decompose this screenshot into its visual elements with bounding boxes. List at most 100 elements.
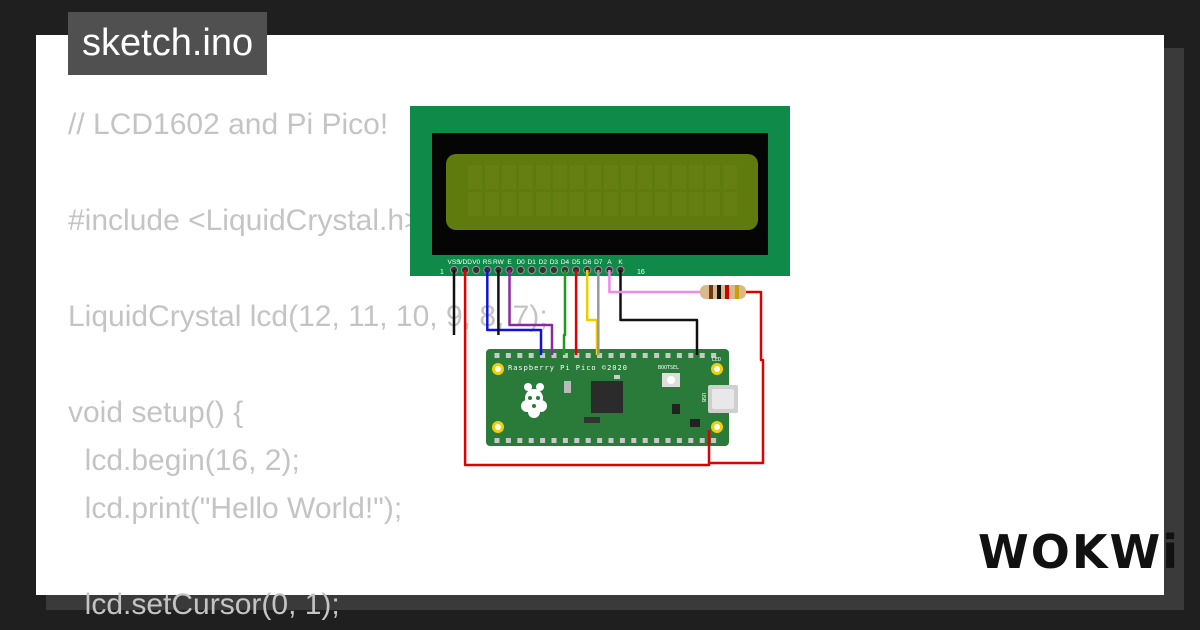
- code-line: // LCD1602 and Pi Pico!: [68, 108, 389, 141]
- lcd-cell: [553, 165, 567, 189]
- lcd-cell: [638, 165, 652, 189]
- lcd-pin-label: VSS: [447, 259, 461, 266]
- pico-pin: [494, 353, 500, 358]
- wires: [452, 270, 765, 467]
- lcd-cell: [587, 165, 601, 189]
- lcd-cell: [570, 192, 584, 216]
- pico-pin: [585, 353, 591, 358]
- usb-label: USB: [700, 393, 706, 402]
- lcd-cell: [621, 165, 635, 189]
- raspberry-pi-pico[interactable]: Raspberry Pi Pico ©2020 BOOTSEL: [486, 349, 738, 446]
- wire[interactable]: [562, 270, 567, 355]
- bootsel-label: BOOTSEL: [658, 365, 679, 371]
- lcd-pin-label: D1: [528, 259, 537, 266]
- lcd-pin: [538, 265, 547, 275]
- lcd-pin-last-label: 16: [637, 269, 645, 276]
- lcd-cell: [655, 165, 669, 189]
- lcd-pin-first-label: 1: [440, 269, 444, 276]
- lcd-pin-label: D6: [583, 259, 592, 266]
- preview-card: // LCD1602 and Pi Pico! #include <LiquidC…: [36, 35, 1164, 621]
- file-title: sketch.ino: [68, 12, 268, 75]
- wire[interactable]: [585, 270, 599, 355]
- pico-pin: [505, 353, 511, 358]
- lcd-cell: [672, 165, 686, 189]
- wokwi-logo: WOKWi: [978, 525, 1180, 579]
- pico-pin: [631, 438, 637, 443]
- code-line: void setup() {: [68, 396, 244, 429]
- lcd-pin-label: D7: [594, 259, 603, 266]
- lcd-pin: [549, 265, 559, 275]
- pico-pin: [517, 438, 523, 443]
- lcd-pin-label: RS: [483, 259, 493, 266]
- pico-pin: [642, 353, 648, 358]
- lcd-cell: [519, 192, 533, 216]
- lcd-cell: [689, 165, 703, 189]
- code-editor[interactable]: // LCD1602 and Pi Pico! #include <LiquidC…: [68, 101, 548, 629]
- pico-pin: [642, 438, 648, 443]
- lcd-cell: [468, 165, 482, 189]
- pico-pin-rows: [494, 353, 717, 443]
- pico-pin: [551, 438, 557, 443]
- pico-pin: [505, 438, 511, 443]
- code-line: lcd.begin(16, 2);: [68, 444, 300, 477]
- pico-pin: [711, 438, 717, 443]
- wire[interactable]: [463, 270, 711, 467]
- led-label: LED: [712, 357, 721, 363]
- lcd-cell: [638, 192, 652, 216]
- pico-pin: [574, 353, 580, 358]
- lcd-cell: [468, 192, 482, 216]
- pico-pin: [517, 353, 523, 358]
- wire[interactable]: [619, 270, 699, 355]
- lcd-cell: [706, 165, 720, 189]
- wire[interactable]: [486, 270, 543, 355]
- lcd-cell: [672, 192, 686, 216]
- pico-pin: [585, 438, 591, 443]
- lcd-pin-label: D5: [572, 259, 581, 266]
- pico-pin: [699, 438, 705, 443]
- lcd-pin-label: RW: [493, 259, 505, 266]
- code-line: lcd.setCursor(0, 1);: [68, 588, 340, 621]
- pico-pin: [665, 438, 671, 443]
- raspberry-logo-icon: [521, 383, 547, 418]
- pico-component: [672, 404, 680, 414]
- pico-pin: [540, 438, 546, 443]
- lcd-cell: [706, 192, 720, 216]
- pico-pin: [528, 438, 534, 443]
- lcd-cell: [621, 192, 635, 216]
- pico-pin: [654, 353, 660, 358]
- pico-pin: [608, 353, 614, 358]
- pico-board-label: Raspberry Pi Pico ©2020: [508, 364, 628, 372]
- pico-pin: [711, 353, 717, 358]
- resistor[interactable]: [700, 285, 746, 299]
- wire[interactable]: [508, 270, 554, 355]
- pico-pin: [654, 438, 660, 443]
- lcd-pin-label: E: [507, 259, 512, 266]
- lcd-cell: [519, 165, 533, 189]
- wire[interactable]: [709, 290, 765, 465]
- lcd-pin: [516, 265, 525, 275]
- lcd-cell: [655, 192, 669, 216]
- lcd-cell: [689, 192, 703, 216]
- lcd-cell: [604, 192, 618, 216]
- lcd-pin: [527, 265, 536, 275]
- pico-pin: [631, 353, 637, 358]
- lcd-pin-label: D2: [539, 259, 548, 266]
- wire[interactable]: [608, 270, 700, 294]
- lcd-pin-label: D0: [516, 259, 525, 266]
- lcd-cell: [553, 192, 567, 216]
- lcd-pin-label: K: [618, 259, 623, 266]
- pico-pin: [688, 438, 694, 443]
- pico-pin: [619, 353, 625, 358]
- pico-pin: [676, 353, 682, 358]
- pico-pin: [562, 353, 568, 358]
- rp2040-chip: [591, 381, 623, 413]
- lcd-pin-label: V0: [472, 259, 480, 266]
- lcd-cell: [485, 165, 499, 189]
- lcd-cell: [570, 165, 584, 189]
- pico-pin: [676, 438, 682, 443]
- code-line: #include <LiquidCrystal.h>: [68, 204, 422, 237]
- pico-component: [690, 419, 700, 427]
- pico-pin: [619, 438, 625, 443]
